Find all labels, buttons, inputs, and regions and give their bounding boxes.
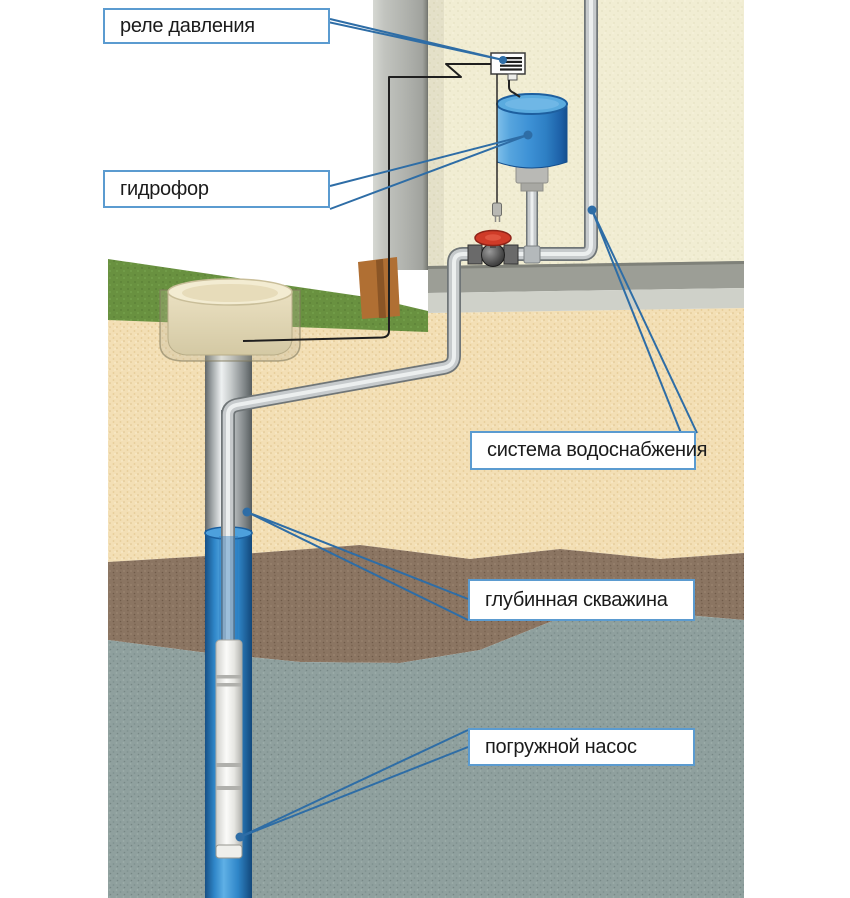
relay-vent-slit <box>500 57 522 60</box>
pump-coupling-ring <box>216 786 242 790</box>
drop-pipe <box>219 410 238 644</box>
dot-hydrophore <box>523 130 533 140</box>
soil-layer-brown <box>108 545 744 663</box>
relay-to-tank-wire <box>508 80 521 98</box>
label-pressure-relay-text: реле давления <box>120 14 255 37</box>
valve-right-nut <box>503 244 519 265</box>
submersible-pump <box>215 639 243 859</box>
corner-wood-trim-shade <box>376 259 386 318</box>
relay-vent-slit <box>500 60 522 63</box>
drop-pipe-water-tint <box>219 536 238 644</box>
label-submersible-pump-text: погружной насос <box>485 735 637 758</box>
valve-handle-hub <box>485 234 501 241</box>
callout-dots <box>235 56 597 842</box>
label-water-supply-system: система водоснабжения <box>470 431 707 470</box>
well-cap-body <box>167 291 293 356</box>
tank-bottom-fitting-small <box>520 182 544 192</box>
relay-terminal-tab <box>507 73 518 81</box>
label-hydrophore-text: гидрофор <box>120 177 209 200</box>
baseboard-top-edge <box>428 261 744 269</box>
wall-corner-column <box>373 0 428 270</box>
relay-housing <box>490 52 526 75</box>
relay-power-cable <box>242 63 491 342</box>
dot-deep-well <box>242 507 252 517</box>
dot-water-supply <box>587 205 597 215</box>
pump-coupling-ring <box>216 683 242 687</box>
tee-fitting <box>523 245 541 264</box>
tank-down-pipe <box>523 186 541 264</box>
label-submersible-pump: погружной насос <box>468 728 695 766</box>
supply-pipe <box>221 0 598 424</box>
power-cable <box>242 63 502 342</box>
pump-bottom-cap <box>215 844 243 859</box>
baseboard <box>428 261 744 293</box>
label-deep-well: глубинная скважина <box>468 579 695 621</box>
supply-pipe-highlight <box>226 0 593 424</box>
dot-pressure-relay <box>499 56 507 64</box>
label-water-supply-system-text: система водоснабжения <box>487 439 708 461</box>
label-hydrophore: гидрофор <box>103 170 330 208</box>
relay-vent-slit <box>500 68 522 71</box>
dot-submersible-pump <box>235 832 245 842</box>
wall-corner-shadow <box>428 0 444 266</box>
pump-body <box>215 639 243 859</box>
power-plug <box>492 202 502 217</box>
well-cap-top-inner <box>182 284 278 302</box>
tank-top-highlight <box>505 98 559 110</box>
sand-layer <box>108 308 744 562</box>
house <box>358 0 744 319</box>
shutoff-valve <box>467 229 519 267</box>
foundation-strip <box>428 288 744 313</box>
tank-bottom-fitting <box>515 165 549 184</box>
well-cap <box>159 278 301 362</box>
label-deep-well-text: глубинная скважина <box>485 588 668 611</box>
label-pressure-relay: реле давления <box>103 8 330 44</box>
valve-left-nut <box>467 244 483 265</box>
relay-vent-slit <box>500 64 522 67</box>
pump-coupling-ring <box>216 763 242 767</box>
pump-coupling-ring <box>216 675 242 679</box>
